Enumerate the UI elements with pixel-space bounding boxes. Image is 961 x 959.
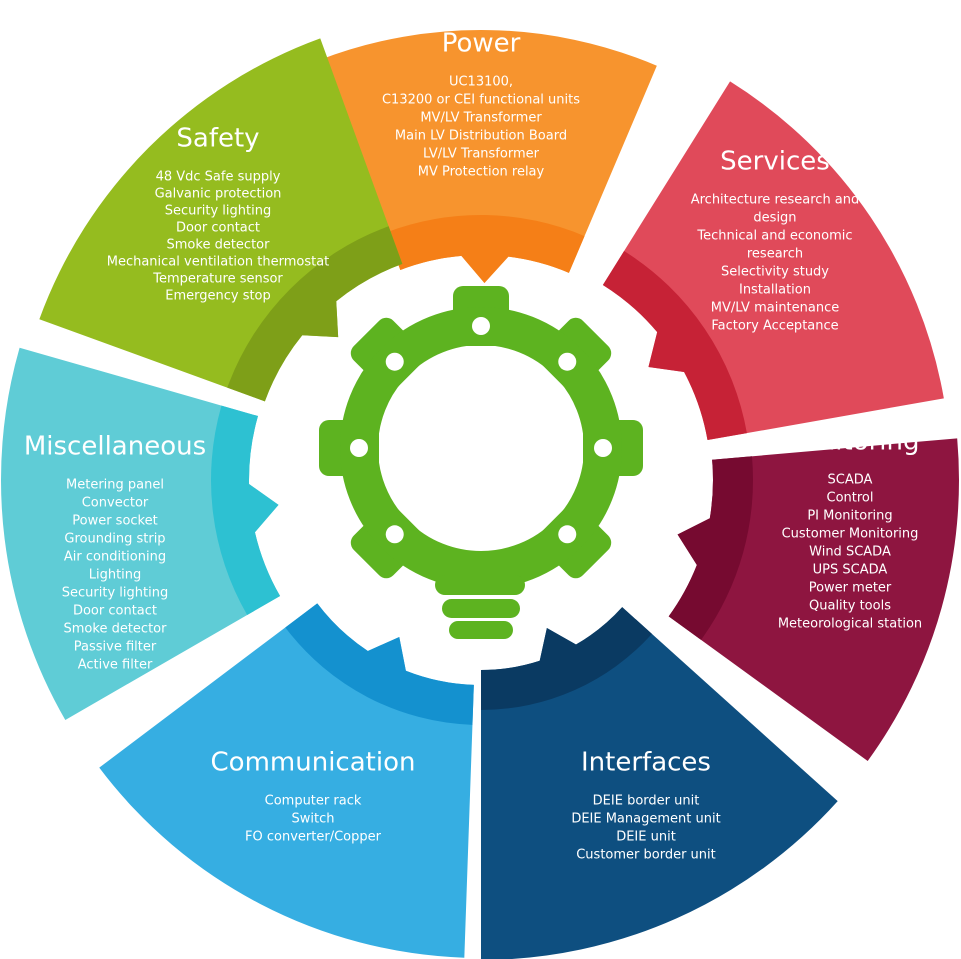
segment-power-item: C13200 or CEI functional units: [382, 93, 580, 108]
segment-miscellaneous-item: Lighting: [89, 568, 142, 583]
segment-miscellaneous-inner-band: [211, 405, 281, 615]
segment-miscellaneous-item: Metering panel: [66, 478, 164, 493]
segment-communication-inner-band: [285, 603, 474, 725]
segment-services-inner-band: [602, 251, 747, 441]
segment-safety-item: 48 Vdc Safe supply: [156, 170, 281, 185]
segment-miscellaneous-shape: [0, 347, 281, 720]
segment-interfaces-item: DEIE unit: [616, 830, 676, 845]
gear-hole: [385, 525, 404, 544]
segment-interfaces-shape: [481, 607, 838, 959]
segment-miscellaneous-item: Door contact: [73, 604, 157, 619]
segment-miscellaneous-item: Convector: [82, 496, 149, 511]
segment-services-item: MV/LV maintenance: [711, 301, 840, 316]
segment-services-title: Services: [720, 147, 830, 177]
segment-safety-item: Smoke detector: [167, 238, 271, 253]
gear-hole: [472, 317, 490, 335]
segment-safety-item: Emergency stop: [165, 289, 271, 304]
segment-power-item: UC13100,: [449, 75, 513, 90]
segment-safety-item: Temperature sensor: [152, 272, 283, 287]
gear-hole: [594, 439, 612, 457]
segment-power-item: LV/LV Transformer: [423, 147, 540, 162]
segment-safety-item: Door contact: [176, 221, 260, 236]
segment-services-item: Architecture research and: [691, 193, 860, 208]
segment-monitoring-inner-band: [668, 456, 753, 640]
gear-hole: [385, 352, 404, 371]
segment-interfaces-inner-band: [481, 607, 652, 710]
segment-monitoring-item: Wind SCADA: [809, 545, 891, 560]
segment-services-item: Factory Acceptance: [711, 319, 838, 334]
segment-interfaces-item: DEIE Management unit: [571, 812, 720, 827]
segment-miscellaneous-item: Power socket: [72, 514, 157, 529]
segment-miscellaneous-title: Miscellaneous: [24, 432, 206, 462]
segment-communication-title: Communication: [211, 748, 416, 778]
segment-miscellaneous-item: Security lighting: [62, 586, 168, 601]
segment-power-item: MV/LV Transformer: [420, 111, 542, 126]
bulb-base-bar-1: [435, 575, 525, 595]
segment-miscellaneous-item: Air conditioning: [64, 550, 166, 565]
bulb-base-bar-2: [442, 599, 520, 618]
segment-monitoring-item: UPS SCADA: [813, 563, 888, 578]
segment-power-item: MV Protection relay: [418, 165, 545, 180]
segment-miscellaneous-item: Smoke detector: [64, 622, 168, 637]
segment-safety-item: Mechanical ventilation thermostat: [107, 255, 330, 270]
segment-communication-item: Switch: [292, 812, 335, 827]
bulb-base-bar-3: [449, 621, 513, 639]
gear-bulb-icon: [319, 286, 643, 639]
segment-safety-title: Safety: [176, 124, 259, 154]
segment-services-item: research: [747, 247, 803, 262]
segment-power-inner-band: [386, 215, 585, 284]
segment-miscellaneous-item: Active filter: [78, 658, 153, 673]
segment-safety-item: Galvanic protection: [155, 187, 282, 202]
segment-monitoring-item: SCADA: [828, 473, 873, 488]
segment-monitoring-title: Monitoring: [780, 427, 919, 457]
gear-hole: [558, 525, 577, 544]
segment-interfaces-item: Customer border unit: [576, 848, 716, 863]
segment-services-item: Installation: [739, 283, 811, 298]
segment-monitoring-item: PI Monitoring: [807, 509, 892, 524]
segment-interfaces-title: Interfaces: [581, 748, 711, 778]
segment-power-shape: [319, 30, 657, 284]
segment-monitoring-item: Quality tools: [809, 599, 891, 614]
segment-monitoring-item: Power meter: [809, 581, 892, 596]
segment-services-item: design: [753, 211, 796, 226]
segment-services-item: Technical and economic: [696, 229, 852, 244]
segment-safety-inner-band: [227, 226, 403, 402]
gear-hole: [350, 439, 368, 457]
segment-miscellaneous-item: Passive filter: [74, 640, 157, 655]
segment-power-item: Main LV Distribution Board: [395, 129, 567, 144]
segment-interfaces-item: DEIE border unit: [593, 794, 700, 809]
segment-miscellaneous-item: Grounding strip: [64, 532, 165, 547]
segment-communication-item: Computer rack: [265, 794, 362, 809]
segment-monitoring-item: Control: [827, 491, 874, 506]
segment-monitoring-item: Customer Monitoring: [782, 527, 919, 542]
gear-hole: [558, 352, 577, 371]
segment-monitoring-item: Meteorological station: [778, 617, 922, 632]
segment-services-item: Selectivity study: [721, 265, 829, 280]
segment-power-title: Power: [442, 29, 521, 59]
segment-safety-item: Security lighting: [165, 204, 271, 219]
segment-communication-item: FO converter/Copper: [245, 830, 382, 845]
